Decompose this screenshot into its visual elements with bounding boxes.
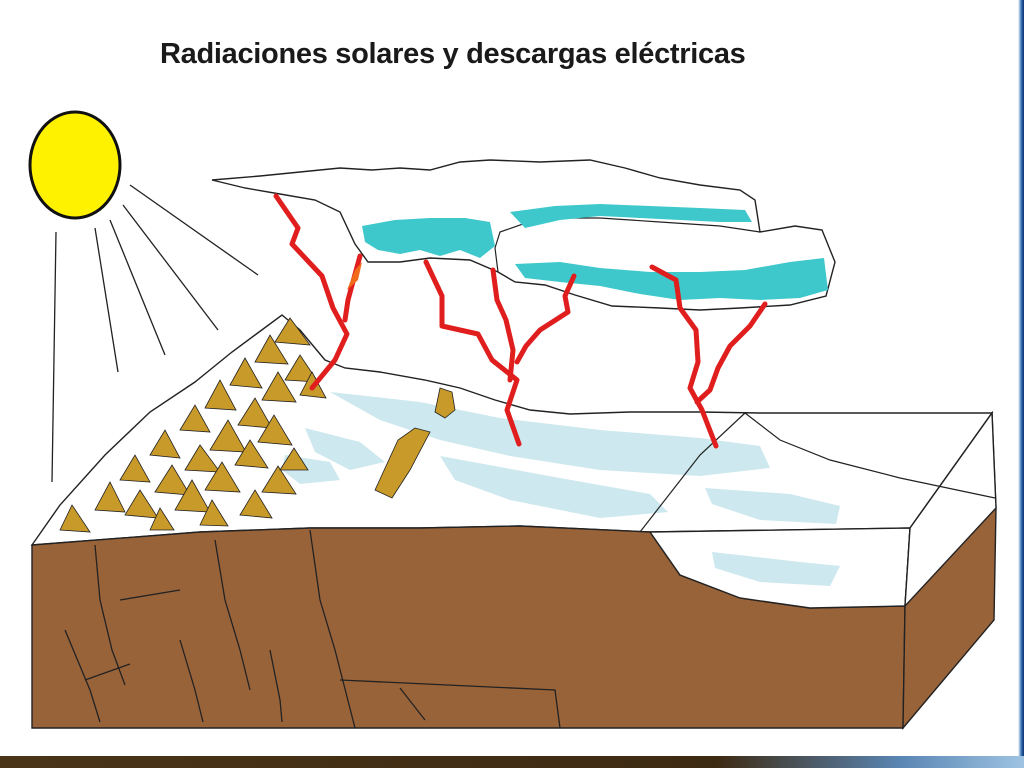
sun-icon xyxy=(28,110,122,220)
slide-right-border xyxy=(1018,0,1024,768)
lightning-bolt-3 xyxy=(649,264,719,449)
sun-rays xyxy=(51,184,259,483)
lightning-bolt-2-branch-a xyxy=(490,267,516,383)
lightning-bolt-2 xyxy=(423,259,522,447)
rock-fractures xyxy=(64,529,561,729)
diagram-title: Radiaciones solares y descargas eléctric… xyxy=(160,38,746,70)
lightning-bolt-1-branch xyxy=(342,253,363,323)
lightning-bolt-2-branch-b xyxy=(514,273,577,365)
crevasses xyxy=(374,387,456,499)
slide-bottom-bar xyxy=(0,756,1024,768)
lightning-bolt-1 xyxy=(273,193,350,391)
lightning-bolt-3-branch xyxy=(694,301,768,405)
ice-side-strip xyxy=(904,410,997,608)
meltwater-wedge xyxy=(712,552,840,586)
lightning-spark xyxy=(347,262,362,290)
rock-outcrops xyxy=(59,317,327,533)
ice-lines xyxy=(639,412,996,533)
